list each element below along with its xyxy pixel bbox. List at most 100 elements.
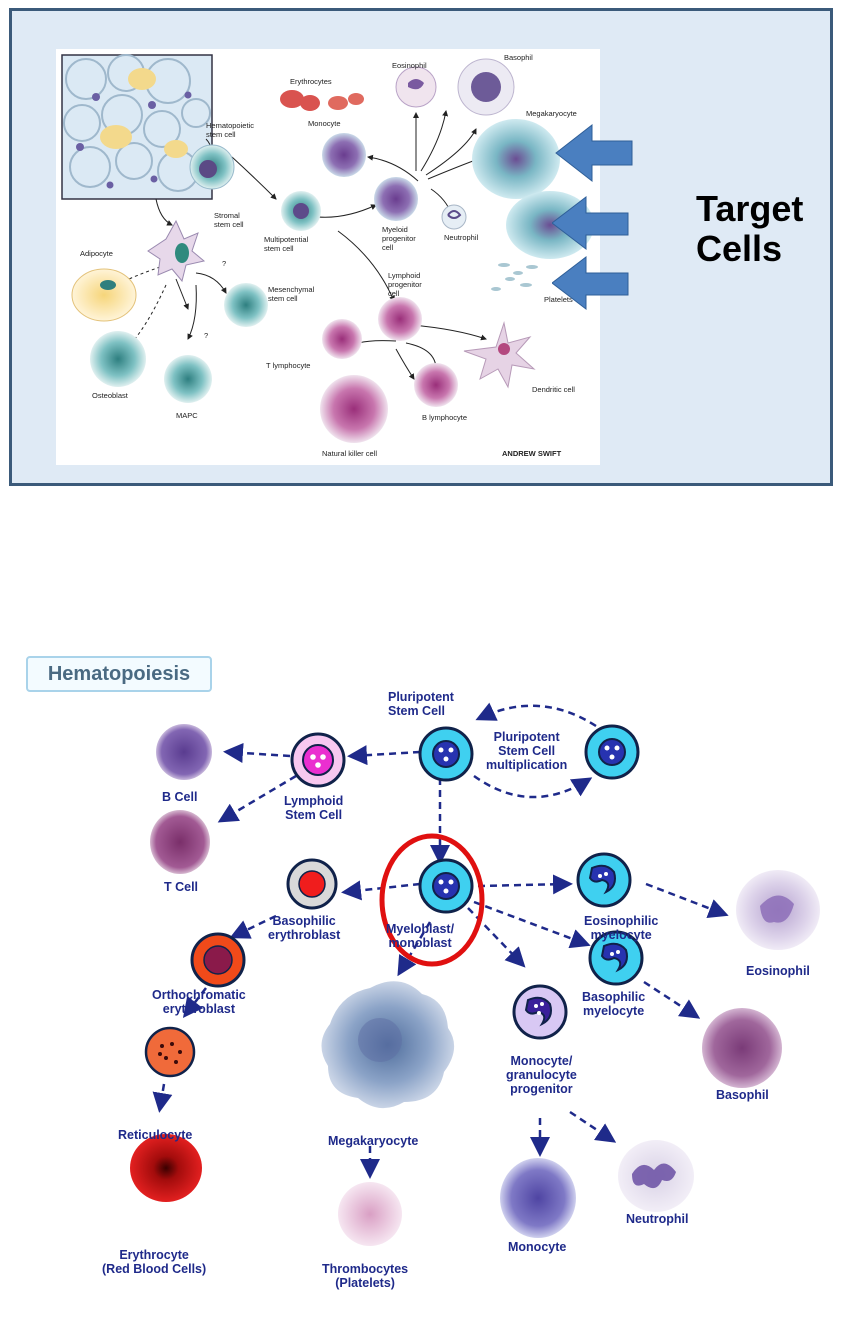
target-arrow-megakaryocyte-2 <box>552 195 629 251</box>
stem-cell-illustration: Hematopoietic stem cell Erythrocytes Eos… <box>56 49 600 465</box>
target-arrows <box>552 123 633 311</box>
label-monocyte-top: Monocyte <box>308 119 341 128</box>
label-multipotential-stem-cell: Multipotential stem cell <box>264 235 309 253</box>
arrow-to-megakaryocyte <box>397 921 432 977</box>
arrow-to-neutrophil <box>569 1110 617 1143</box>
label-eosinophilic-myelocyte: Eosinophilic myelocyte <box>584 914 659 942</box>
erythrocytes-drawing <box>280 90 364 111</box>
dendritic-cell-drawing <box>463 321 536 389</box>
hematopoiesis-title: Hematopoiesis <box>26 656 212 692</box>
label-megakaryocyte: Megakaryocyte <box>328 1134 419 1148</box>
platelets-drawing <box>491 263 538 291</box>
basophil-image <box>702 1008 782 1088</box>
mapc-drawing <box>164 355 212 403</box>
label-basophil-top: Basophil <box>504 53 533 62</box>
monocyte-image <box>500 1158 576 1238</box>
illustration-graphics <box>61 54 594 443</box>
arrow-to-eosinophil <box>645 882 729 918</box>
label-natural-killer-cell: Natural killer cell <box>322 449 378 458</box>
label-question-2: ? <box>204 331 209 340</box>
lymphoid-stem-cell-icon <box>290 732 346 788</box>
label-question-1: ? <box>222 259 227 268</box>
target-arrow-platelets <box>552 255 629 311</box>
arrow-to-basophil <box>643 980 701 1019</box>
label-basophil: Basophil <box>716 1088 769 1102</box>
label-neutrophil: Neutrophil <box>626 1212 689 1226</box>
arrow-to-erythrocyte <box>152 1083 173 1113</box>
arrow-to-eos-myelocyte <box>477 874 573 895</box>
mesenchymal-stem-cell-drawing <box>224 283 268 327</box>
label-credit: ANDREW SWIFT <box>502 449 562 458</box>
myeloid-progenitor-drawing <box>374 177 418 221</box>
arrow-to-lymphoid <box>347 745 421 766</box>
target-arrow-megakaryocyte <box>555 123 633 183</box>
orthochromatic-erythroblast-icon <box>190 932 246 988</box>
label-hematopoietic-stem-cell: Hematopoietic stem cell <box>206 121 254 139</box>
arrow-to-tcell <box>217 774 297 823</box>
myeloblast-icon <box>418 858 474 914</box>
lineage-arrows <box>155 110 497 380</box>
label-osteoblast: Osteoblast <box>92 391 128 400</box>
adipocyte-drawing <box>71 268 137 322</box>
thrombocytes-image <box>338 1182 402 1246</box>
label-monocyte: Monocyte <box>508 1240 567 1254</box>
target-cells-title: Target Cells <box>696 188 804 269</box>
megakaryocyte-image <box>321 981 455 1109</box>
t-lymphocyte-drawing <box>322 319 362 359</box>
reticulocyte-icon <box>144 1026 196 1078</box>
basophilic-myelocyte-icon <box>588 930 644 986</box>
lymphoid-progenitor-drawing <box>378 297 422 341</box>
osteoblast-drawing <box>90 331 146 387</box>
arrow-to-bcell <box>223 742 291 763</box>
label-thrombocytes: Thrombocytes (Platelets) <box>322 1262 409 1290</box>
arrow-to-orthochromatic <box>229 914 277 939</box>
label-dendritic-cell: Dendritic cell <box>532 385 575 394</box>
arrow-multiplication-top <box>475 702 597 728</box>
eosinophilic-myelocyte-icon <box>576 852 632 908</box>
label-b-cell: B Cell <box>162 790 198 804</box>
label-eosinophil: Eosinophil <box>746 964 810 978</box>
label-stromal-stem-cell: Stromal stem cell <box>214 211 244 229</box>
label-t-cell: T Cell <box>164 880 199 894</box>
label-lymphoid-progenitor-cell: Lymphoid progenitor cell <box>388 271 422 298</box>
megakaryocyte-drawing-1 <box>472 119 560 199</box>
erythrocyte-image <box>130 1134 202 1202</box>
basophilic-erythroblast-icon <box>286 858 338 910</box>
label-neutrophil-top: Neutrophil <box>444 233 479 242</box>
label-platelets: Platelets <box>544 295 573 304</box>
bone-marrow-tissue <box>61 54 213 200</box>
label-mesenchymal-stem-cell: Mesenchymal stem cell <box>268 285 315 303</box>
label-mapc: MAPC <box>176 411 198 420</box>
arrow-multiplication-bottom <box>473 774 593 799</box>
target-cells-panel: Hematopoietic stem cell Erythrocytes Eos… <box>9 8 833 486</box>
label-pluripotent-stem-cell: Pluripotent Stem Cell <box>388 690 454 718</box>
label-orthochromatic-erythroblast: Orthochromatic erythroblast <box>152 988 246 1016</box>
label-adipocyte: Adipocyte <box>80 249 113 258</box>
arrow-to-baso-myelocyte <box>473 900 591 949</box>
label-monocyte-granulocyte-progenitor: Monocyte/ granulocyte progenitor <box>506 1054 577 1096</box>
natural-killer-cell-drawing <box>320 375 388 443</box>
label-lymphoid-stem-cell: Lymphoid Stem Cell <box>284 794 344 822</box>
label-reticulocyte: Reticulocyte <box>118 1128 193 1142</box>
b-cell-image <box>156 724 212 780</box>
label-myeloid-progenitor-cell: Myeloid progenitor cell <box>382 225 416 252</box>
label-pluripotent-multiplication: Pluripotent Stem Cell multiplication <box>486 730 568 772</box>
pluripotent-stem-cell-icon <box>418 726 474 782</box>
label-erythrocyte: Erythrocyte (Red Blood Cells) <box>102 1248 207 1276</box>
label-eosinophil-top: Eosinophil <box>392 61 427 70</box>
label-myeloblast: Myeloblast/ monoblast <box>386 922 455 950</box>
monocyte-granulocyte-progenitor-icon <box>512 984 568 1040</box>
hematopoiesis-graphics <box>130 702 820 1246</box>
arrow-to-reticulocyte <box>182 987 207 1018</box>
label-basophilic-erythroblast: Basophilic erythroblast <box>268 914 341 942</box>
b-lymphocyte-drawing <box>414 363 458 407</box>
t-cell-image <box>150 810 210 874</box>
monocyte-drawing <box>322 133 366 177</box>
label-t-lymphocyte: T lymphocyte <box>266 361 311 370</box>
label-basophilic-myelocyte: Basophilic myelocyte <box>582 990 646 1018</box>
label-erythrocytes: Erythrocytes <box>290 77 332 86</box>
label-b-lymphocyte: B lymphocyte <box>422 413 468 422</box>
myeloblast-highlight-circle <box>379 833 485 967</box>
pluripotent-multiplication-icon <box>584 724 640 780</box>
label-megakaryocyte-top: Megakaryocyte <box>526 109 577 118</box>
